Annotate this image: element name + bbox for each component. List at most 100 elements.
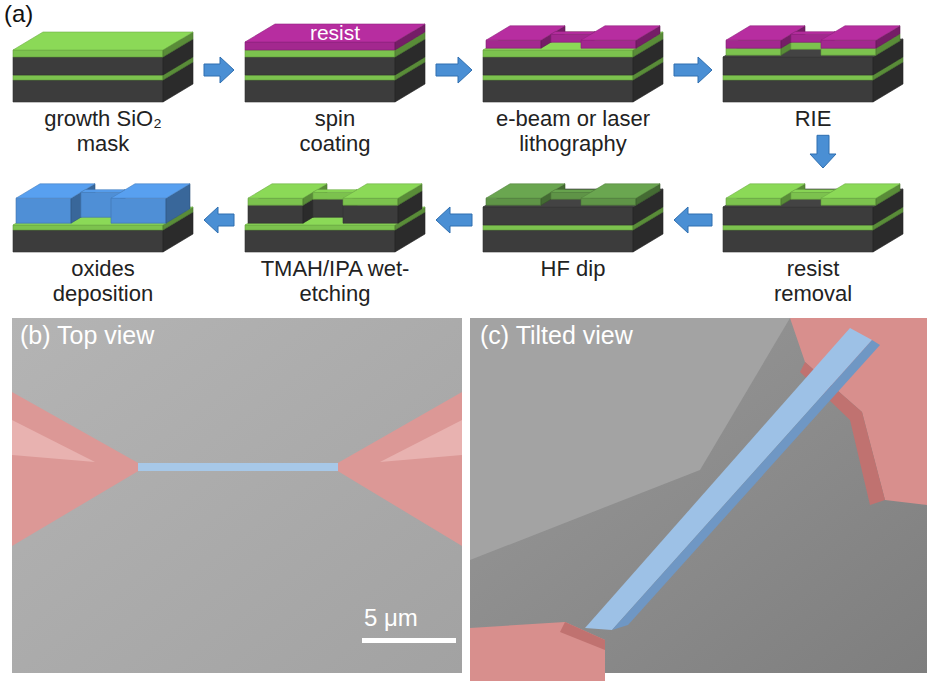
layer-front <box>13 50 163 57</box>
layer-front <box>343 205 398 223</box>
layer-top <box>81 190 125 193</box>
layer-top <box>13 32 193 50</box>
contact-pad <box>470 622 605 681</box>
layer-front <box>13 80 163 102</box>
panel-label: (c) Tilted view <box>480 321 633 350</box>
scale-label: 5 μm <box>364 604 418 632</box>
layer-front <box>13 57 163 75</box>
layer-front <box>245 80 395 102</box>
layer-front <box>483 50 633 57</box>
process-arrow <box>674 207 712 233</box>
process-step: RIE <box>718 20 908 131</box>
layer-front <box>723 225 873 230</box>
layer-top <box>343 184 422 198</box>
pad-facet <box>380 420 462 462</box>
wafer-illustration <box>718 20 908 106</box>
process-arrow <box>810 135 836 168</box>
nanowire <box>138 463 338 471</box>
sem-top-view <box>12 318 462 673</box>
layer-front <box>343 198 398 205</box>
step-label: e-beam or laser lithography <box>483 106 663 157</box>
layer-top <box>551 32 595 35</box>
process-step: TMAH/IPA wet-etching <box>240 170 430 307</box>
wafer-illustration <box>8 170 198 256</box>
layer-front <box>248 198 303 205</box>
layer-top <box>821 184 900 198</box>
process-arrow <box>204 57 234 83</box>
process-step: oxides deposition <box>8 170 198 307</box>
layer-front <box>486 198 541 205</box>
layer-front <box>245 230 395 252</box>
layer-front <box>723 75 873 80</box>
process-arrow <box>436 57 472 83</box>
layer-front <box>13 225 163 230</box>
process-arrow <box>204 207 234 233</box>
layer-front <box>483 57 633 75</box>
process-step: resist removal <box>718 170 908 307</box>
process-step: HF dip <box>478 170 668 281</box>
layer-front <box>723 207 873 225</box>
suspended-beam <box>585 328 872 630</box>
process-step: e-beam or laser lithography <box>478 20 668 157</box>
layer-front <box>16 198 71 223</box>
substrate-surface <box>470 318 790 560</box>
layer-front <box>483 80 633 102</box>
layer-top <box>581 184 660 198</box>
layer-front <box>245 75 395 80</box>
wafer-illustration <box>478 20 668 106</box>
layer-top <box>821 26 900 40</box>
layer-top <box>791 190 835 193</box>
layer-front <box>723 57 873 75</box>
layer-front <box>486 40 541 48</box>
scale-bar <box>362 638 456 643</box>
layer-front <box>726 48 781 55</box>
layer-front <box>821 198 876 205</box>
layer-front <box>821 48 876 55</box>
layer-front <box>726 198 781 205</box>
layer-front <box>245 57 395 75</box>
layer-front <box>483 75 633 80</box>
layer-front <box>723 230 873 252</box>
layer-front <box>245 225 395 230</box>
layer-front <box>483 207 633 225</box>
wafer-illustration <box>240 170 430 256</box>
layer-front <box>581 198 636 205</box>
layer-front <box>111 198 166 223</box>
process-arrow <box>436 207 472 233</box>
layer-label: resist <box>305 21 365 45</box>
layer-front <box>726 40 781 48</box>
sem-tilted-view <box>470 318 927 673</box>
layer-front <box>581 40 636 48</box>
layer-front <box>821 40 876 48</box>
step-label: spin coating <box>285 106 385 157</box>
layer-top <box>791 32 835 35</box>
layer-top <box>551 190 595 193</box>
layer-front <box>248 205 303 223</box>
contact-pad <box>336 392 462 546</box>
layer-front <box>13 230 163 252</box>
step-label: RIE <box>753 106 873 131</box>
process-arrow <box>674 57 712 83</box>
step-label: growth SiO₂ mask <box>33 106 173 157</box>
wafer-illustration <box>718 170 908 256</box>
pad-facet <box>12 420 95 462</box>
layer-top <box>581 26 660 40</box>
layer-front <box>13 75 163 80</box>
layer-front <box>483 230 633 252</box>
layer-front <box>723 80 873 102</box>
process-step: growth SiO₂ mask <box>8 20 198 157</box>
layer-front <box>245 50 395 57</box>
wafer-illustration <box>8 20 198 106</box>
step-label: TMAH/IPA wet-etching <box>255 256 415 307</box>
step-label: resist removal <box>758 256 868 307</box>
step-label: oxides deposition <box>43 256 163 307</box>
layer-front <box>483 225 633 230</box>
wafer-illustration <box>478 170 668 256</box>
contact-pad <box>12 392 140 546</box>
step-label: HF dip <box>513 256 633 281</box>
layer-top <box>313 190 357 193</box>
panel-label: (b) Top view <box>20 321 154 350</box>
panel-label: (a) <box>4 0 33 28</box>
beam-side <box>612 340 880 630</box>
